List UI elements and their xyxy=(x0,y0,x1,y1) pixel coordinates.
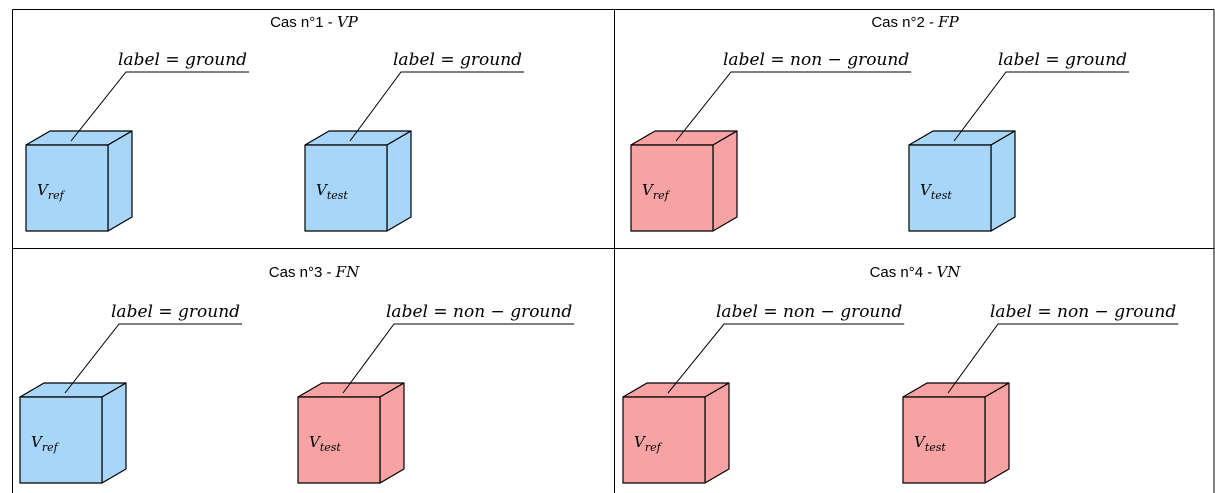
case-4-test-cube-front-face xyxy=(902,396,986,484)
case-4-test-label: label = non − ground xyxy=(990,302,1176,322)
case-3-test-leader-line xyxy=(342,323,575,394)
grid-frame xyxy=(12,9,1215,493)
case-3-test-cube-front-face xyxy=(297,396,381,484)
case-4-test-cube-name: Vtest xyxy=(914,433,946,454)
case-1-test-cube-name: Vtest xyxy=(316,181,348,202)
case-4-test-leader-line xyxy=(947,323,1179,394)
case-1-test-cube: Vtest xyxy=(304,130,412,232)
case-3-test-label: label = non − ground xyxy=(386,302,572,322)
case-3-ref-cube-side-face xyxy=(101,382,127,484)
case-3-ref-cube-name: Vref xyxy=(31,433,60,454)
case-4-test-cube-subscript: test xyxy=(925,441,947,454)
case-2-test-cube: Vtest xyxy=(908,130,1016,232)
case-3-title: Cas n°3 - FN xyxy=(269,263,360,281)
case-3-test-cube-side-face xyxy=(379,382,405,484)
case-2-test-leader-line xyxy=(953,71,1130,142)
case-3-ref-cube-front-face xyxy=(19,396,103,484)
case-2-title: Cas n°2 - FP xyxy=(871,13,959,31)
case-2-ref-cube-front-face xyxy=(630,144,714,232)
case-2-ref-leader-line xyxy=(675,71,912,142)
case-2-ref-label: label = non − ground xyxy=(723,50,909,70)
case-2-ref-cube: Vref xyxy=(630,130,738,232)
case-4-test-cube-side-face xyxy=(984,382,1010,484)
case-3-test-cube: Vtest xyxy=(297,382,405,484)
case-1-ref-cube-subscript: ref xyxy=(48,189,66,202)
case-1-ref-cube: Vref xyxy=(25,130,133,232)
case-2-ref-cube-subscript: ref xyxy=(653,189,671,202)
case-1-ref-label: label = ground xyxy=(118,50,247,70)
case-1-ref-leader-line xyxy=(70,71,250,142)
case-1-title: Cas n°1 - VP xyxy=(270,13,359,31)
case-3-ref-leader-line xyxy=(64,323,243,394)
case-3-ref-label: label = ground xyxy=(111,302,240,322)
case-3-test-cube-subscript: test xyxy=(320,441,342,454)
case-4-ref-cube-subscript: ref xyxy=(645,441,663,454)
case-1-test-cube-subscript: test xyxy=(327,189,349,202)
case-4-ref-cube-name: Vref xyxy=(634,433,663,454)
case-1-ref-cube-front-face xyxy=(25,144,109,232)
case-4-ref-label: label = non − ground xyxy=(716,302,902,322)
case-1-ref-cube-name: Vref xyxy=(37,181,66,202)
case-1-test-cube-front-face xyxy=(304,144,388,232)
case-2-test-cube-side-face xyxy=(990,130,1016,232)
case-2-test-cube-name: Vtest xyxy=(920,181,952,202)
case-2-ref-cube-name: Vref xyxy=(642,181,671,202)
case-1-test-cube-side-face xyxy=(386,130,412,232)
case-4-title: Cas n°4 - VN xyxy=(870,263,962,281)
case-4-ref-leader-line xyxy=(667,323,905,394)
case-4-test-cube: Vtest xyxy=(902,382,1010,484)
case-2-test-cube-front-face xyxy=(908,144,992,232)
case-3-ref-cube: Vref xyxy=(19,382,127,484)
case-1-ref-cube-side-face xyxy=(107,130,133,232)
case-1-test-leader-line xyxy=(349,71,525,142)
case-1-test-label: label = ground xyxy=(393,50,522,70)
case-4-ref-cube-front-face xyxy=(622,396,706,484)
case-2-test-label: label = ground xyxy=(998,50,1127,70)
case-2-panel: Cas n°2 - FP Vref label = non − groundVtes… xyxy=(630,13,1130,232)
case-3-ref-cube-subscript: ref xyxy=(42,441,60,454)
case-3-test-cube-name: Vtest xyxy=(309,433,341,454)
case-4-ref-cube-side-face xyxy=(704,382,730,484)
case-2-test-cube-subscript: test xyxy=(931,189,953,202)
case-4-panel: Cas n°4 - VN Vref label = non − groundVtes… xyxy=(622,263,1179,484)
case-2-ref-cube-side-face xyxy=(712,130,738,232)
case-4-ref-cube: Vref xyxy=(622,382,730,484)
